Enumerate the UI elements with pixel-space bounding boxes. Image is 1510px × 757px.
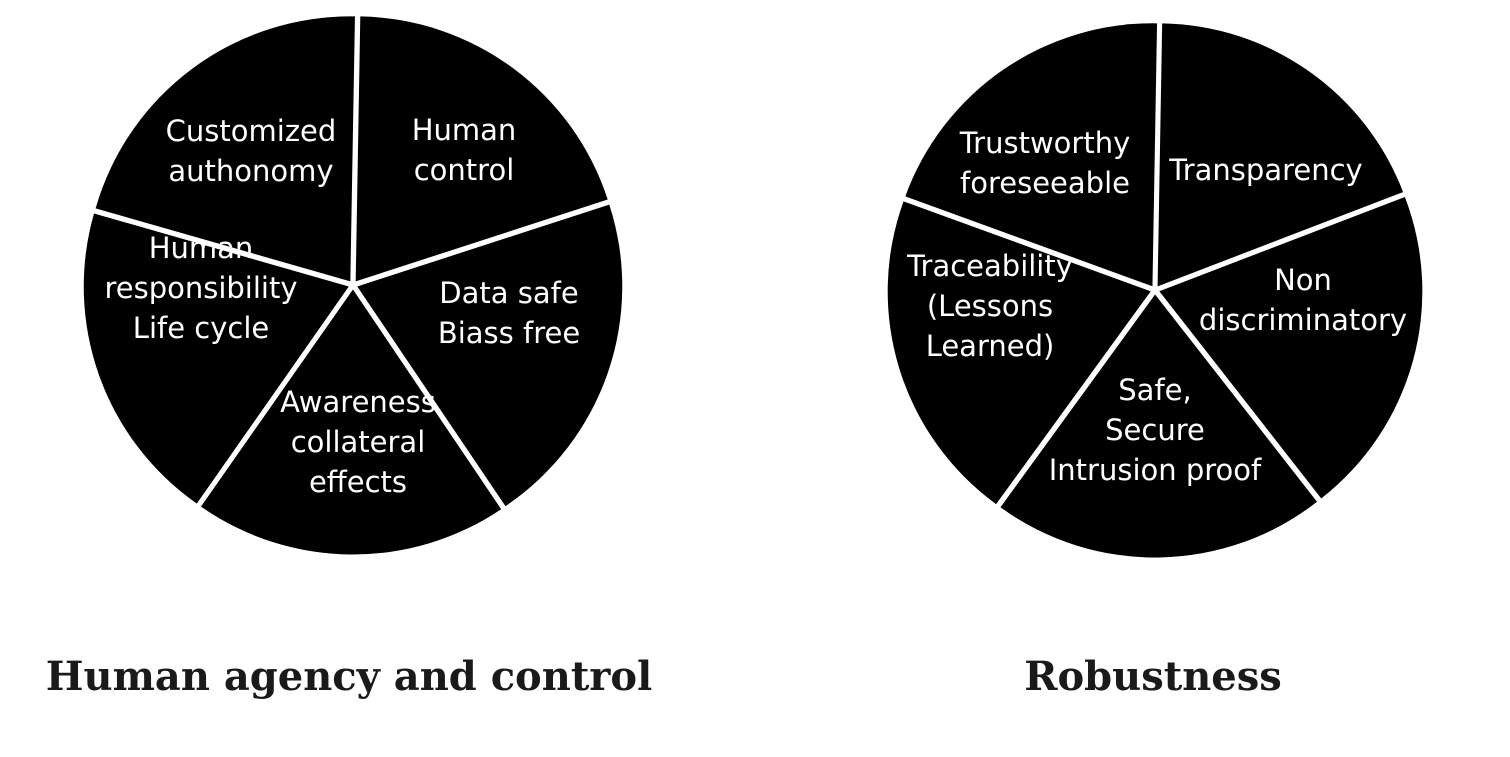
pie-segment [355, 16, 608, 282]
diagram-title-robustness: Robustness [1024, 653, 1282, 700]
pie-segment-label-line: Safe, [1118, 373, 1191, 407]
pie-segment-label-line: Traceability [906, 249, 1073, 283]
pie-segment [357, 204, 623, 507]
pie-segment-label-line: discriminatory [1199, 303, 1407, 337]
pie-segment-label-line: control [414, 153, 515, 187]
pie-segment [200, 289, 502, 555]
pie-segment-label: Awareness collateral effects [280, 385, 436, 499]
pie-segment-label-line: Data safe [439, 276, 578, 310]
pie-segment-label-line: Non [1274, 263, 1332, 297]
pie-segment-label-line: foreseeable [960, 166, 1130, 200]
pie-segment [1000, 294, 1317, 558]
pie-segment-label-line: effects [309, 465, 407, 499]
pie-segment-label-line: Customized [166, 114, 337, 148]
pie-segment [1157, 23, 1404, 287]
pie-segment [95, 16, 355, 282]
pie-segment-label-line: Human [149, 231, 254, 265]
pie-segment-label: Human control [412, 113, 517, 187]
pie-segment [887, 201, 1151, 505]
diagram-title-human-agency: Human agency and control [46, 653, 653, 700]
pie-segment-label-line: authonomy [168, 154, 333, 188]
pie-segment-label-line: Life cycle [133, 311, 269, 345]
pie-segment-label-line: Transparency [1168, 153, 1362, 187]
pie-segment-label-line: (Lessons [927, 289, 1053, 323]
pie-segment-label: Customized authonomy [166, 114, 337, 188]
pie-segment-label-line: collateral [291, 425, 426, 459]
pie-segment-label-line: Secure [1105, 413, 1205, 447]
pie-segment-label: Transparency [1168, 153, 1362, 187]
pie-segment-label-line: Human [412, 113, 517, 147]
pie-segment-label-line: Trustworthy [959, 126, 1131, 160]
pie-segment-label-line: Biass free [438, 316, 580, 350]
pie-segment [905, 23, 1158, 287]
pie-segment-label-line: Learned) [926, 329, 1055, 363]
pie-segment-label-line: Intrusion proof [1049, 453, 1262, 487]
pie-segment-label: Trustworthy foreseeable [959, 126, 1131, 200]
pie-segment-label-line: responsibility [104, 271, 297, 305]
pie-segment [83, 213, 349, 504]
pie-segment-label: Non discriminatory [1199, 263, 1407, 337]
pie-segment-label-line: Awareness [280, 385, 436, 419]
pie-segment [1159, 196, 1423, 499]
